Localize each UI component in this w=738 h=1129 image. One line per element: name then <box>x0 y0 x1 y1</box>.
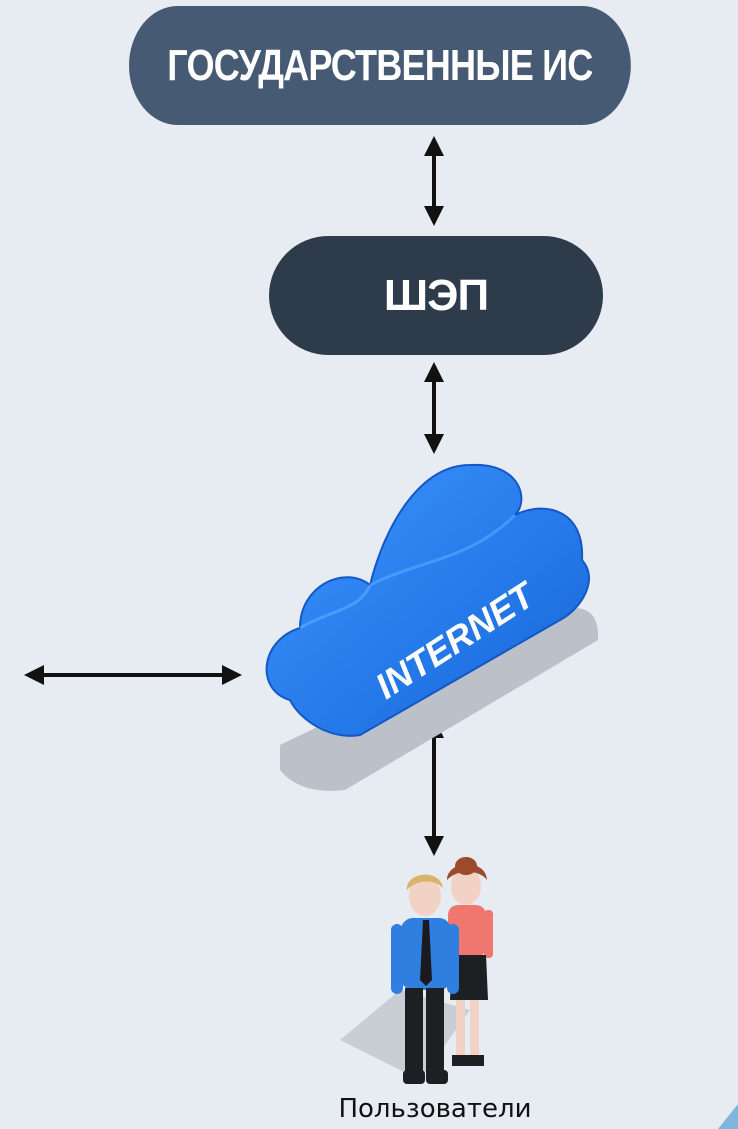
shep-label: ШЭП <box>383 270 489 320</box>
users-icon <box>340 857 493 1084</box>
users-label: Пользователи <box>338 1094 532 1124</box>
internet-cloud-icon <box>265 463 590 737</box>
gov-is-label: ГОСУДАРСТВЕННЫЕ ИС <box>167 40 593 90</box>
cloud-shadow <box>280 608 599 791</box>
corner-decoration <box>718 1104 738 1129</box>
shep-node: ШЭП <box>269 236 603 355</box>
gov-is-node: ГОСУДАРСТВЕННЫЕ ИС <box>129 6 631 125</box>
